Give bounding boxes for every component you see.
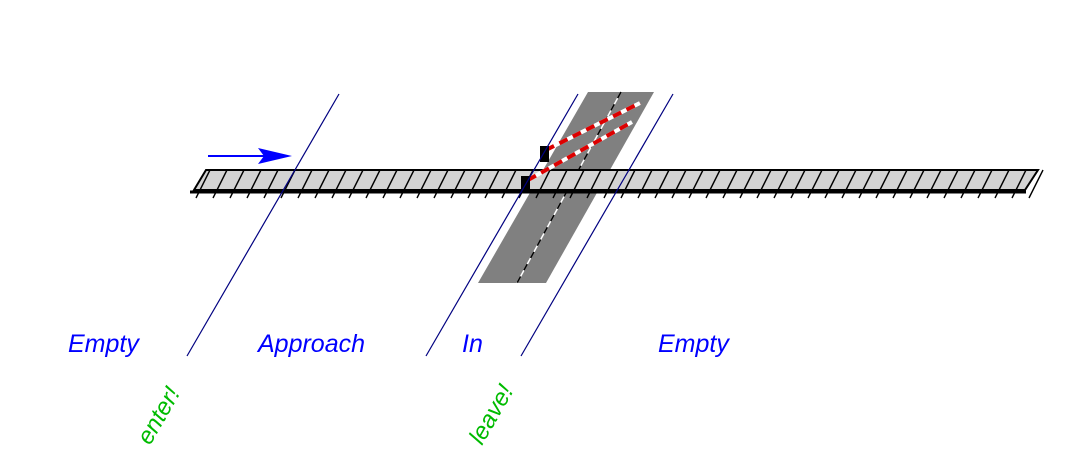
boundary-enter — [186, 93, 340, 357]
boundary-in-start — [425, 93, 579, 357]
track-tie — [1028, 169, 1044, 199]
state-label-approach: Approach — [256, 330, 365, 358]
event-label-enter: enter! — [132, 382, 186, 449]
arrow-head — [258, 148, 292, 164]
barrier-arm-upper-stripes — [545, 101, 641, 152]
state-label-in: In — [462, 330, 483, 358]
boundary-leave — [520, 93, 674, 357]
railway-track — [190, 169, 1044, 199]
right-arrow-icon — [208, 148, 292, 164]
zone-boundaries — [186, 93, 674, 357]
track-bed — [192, 169, 1040, 191]
state-label-empty-left: Empty — [68, 330, 140, 358]
state-label-empty-right: Empty — [658, 330, 730, 358]
event-label-leave: leave! — [464, 380, 520, 449]
barrier-post-upper — [540, 146, 549, 162]
barrier-arm-lower-stripes — [527, 120, 633, 182]
